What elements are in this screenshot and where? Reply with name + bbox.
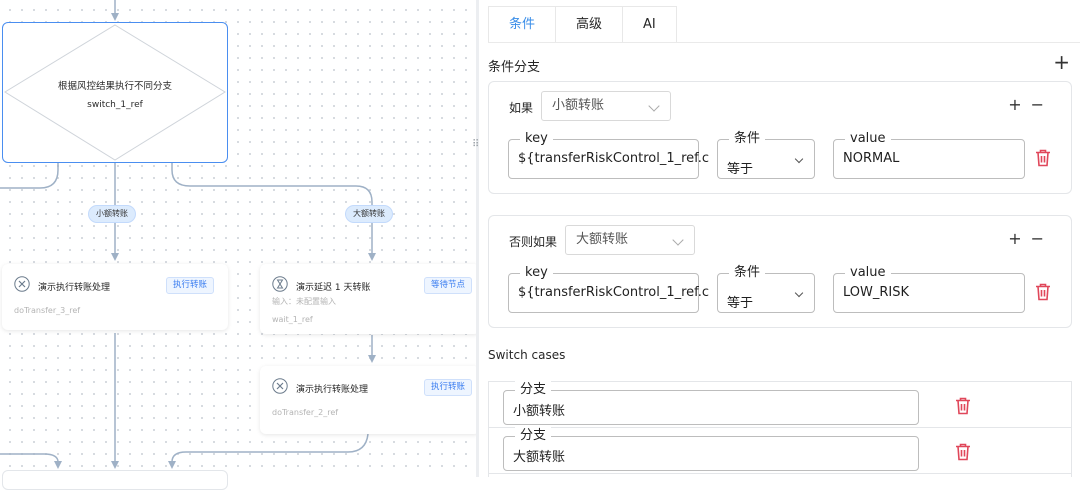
case-branch-field[interactable]: 分支 小额转账 [503, 381, 919, 425]
switch-node-title: 根据风控结果执行不同分支 [57, 81, 172, 92]
key-field-label: key [520, 130, 553, 148]
task-node-title: 演示执行转账处理 [38, 283, 111, 293]
switch-case-row: 分支 小额转账 [489, 381, 1071, 428]
tools-icon [14, 276, 30, 292]
case-branch-value: 小额转账 [513, 404, 566, 419]
task-node-ref: doTransfer_3_ref [14, 306, 81, 315]
condition-card-2: 否则如果 大额转账 +− key ${transferRiskControl_1… [488, 215, 1072, 328]
trash-icon[interactable] [1035, 149, 1051, 167]
tab-ai[interactable]: AI [622, 6, 677, 43]
trash-icon[interactable] [955, 443, 971, 461]
switch-node[interactable]: 根据风控结果执行不同分支 switch_1_ref [2, 22, 228, 163]
task-node-tag: 执行转账 [166, 277, 215, 294]
tab-conditions[interactable]: 条件 [488, 6, 557, 43]
tools-icon [272, 378, 288, 394]
task-node-ref: doTransfer_2_ref [272, 408, 339, 417]
switch-case-row: 分支 大额转账 [489, 427, 1071, 474]
operator-select[interactable]: 条件 等于 [717, 130, 815, 179]
switch-diamond [4, 24, 226, 161]
workflow-edges [0, 0, 376, 469]
section-title: 条件分支 [488, 60, 541, 75]
value-field-label: value [845, 264, 891, 282]
task-node-ref: wait_1_ref [272, 315, 313, 324]
task-node-tag: 等待节点 [424, 277, 473, 294]
case-branch-label: 分支 [515, 381, 552, 399]
chevron-down-icon [672, 234, 684, 246]
task-node-title: 演示执行转账处理 [296, 385, 369, 395]
task-node-tag: 执行转账 [424, 379, 473, 396]
trash-icon[interactable] [955, 397, 971, 415]
key-field-value: ${transferRiskControl_1_ref.c [518, 285, 710, 300]
value-field[interactable]: value NORMAL [833, 130, 1025, 179]
drag-handle-icon[interactable]: ⠿ [472, 139, 479, 150]
branch-select[interactable]: 大额转账 [565, 225, 695, 255]
operator-select-value: 等于 [727, 296, 754, 311]
condition-card-1: 如果 小额转账 +− key ${transferRiskControl_1_r… [488, 81, 1072, 194]
key-field[interactable]: key ${transferRiskControl_1_ref.c [508, 264, 710, 313]
panel-splitter[interactable] [476, 0, 479, 477]
key-field-value: ${transferRiskControl_1_ref.c [518, 151, 710, 166]
edge-label-small-transfer[interactable]: 小额转账 [88, 205, 136, 223]
task-node-dotransfer-2[interactable]: 演示执行转账处理 执行转账 doTransfer_2_ref [260, 366, 480, 434]
task-node-dotransfer-3[interactable]: 演示执行转账处理 执行转账 doTransfer_3_ref [2, 264, 228, 330]
task-node-input: 输入：未配置输入 [272, 297, 336, 306]
branch-select[interactable]: 小额转账 [541, 91, 671, 121]
task-node-partial[interactable] [2, 470, 228, 490]
add-remove-condition[interactable]: +− [1008, 95, 1053, 114]
value-field-value: LOW_RISK [843, 285, 910, 300]
add-branch-plus-icon[interactable]: + [1053, 50, 1070, 74]
hourglass-icon [272, 276, 288, 292]
value-field[interactable]: value LOW_RISK [833, 264, 1025, 313]
branch-select-value: 小额转账 [552, 98, 605, 113]
switch-node-ref: switch_1_ref [87, 100, 143, 110]
switch-cases-table: 分支 小额转账 分支 大额转账 [488, 381, 1072, 477]
value-field-value: NORMAL [843, 151, 900, 166]
operator-select-label: 条件 [729, 130, 766, 148]
branch-select-value: 大额转账 [576, 232, 629, 247]
edge-label-large-transfer[interactable]: 大额转账 [345, 205, 393, 223]
switch-cases-title: Switch cases [488, 348, 566, 362]
operator-select-label: 条件 [729, 264, 766, 282]
tab-advanced[interactable]: 高级 [555, 6, 624, 43]
task-node-title: 演示延迟 1 天转账 [296, 283, 371, 293]
value-field-label: value [845, 130, 891, 148]
add-remove-condition[interactable]: +− [1008, 229, 1053, 248]
tabs-divider [488, 42, 1080, 43]
trash-icon[interactable] [1035, 283, 1051, 301]
operator-select-value: 等于 [727, 162, 754, 177]
key-field[interactable]: key ${transferRiskControl_1_ref.c [508, 130, 710, 179]
case-branch-label: 分支 [515, 427, 552, 445]
key-field-label: key [520, 264, 553, 282]
condition-label: 如果 [509, 101, 534, 115]
chevron-down-icon [648, 100, 660, 112]
condition-label: 否则如果 [509, 235, 558, 249]
operator-select[interactable]: 条件 等于 [717, 264, 815, 313]
task-node-wait-1[interactable]: 演示延迟 1 天转账 等待节点 输入：未配置输入 wait_1_ref [260, 264, 480, 334]
workflow-canvas[interactable]: 根据风控结果执行不同分支 switch_1_ref 小额转账 大额转账 演示执行… [0, 0, 480, 490]
case-branch-field[interactable]: 分支 大额转账 [503, 427, 919, 471]
case-branch-value: 大额转账 [513, 450, 566, 465]
properties-panel: 条件 高级 AI 条件分支 + 如果 小额转账 +− key ${transfe… [479, 0, 1080, 477]
panel-tabs: 条件 高级 AI [488, 6, 677, 43]
